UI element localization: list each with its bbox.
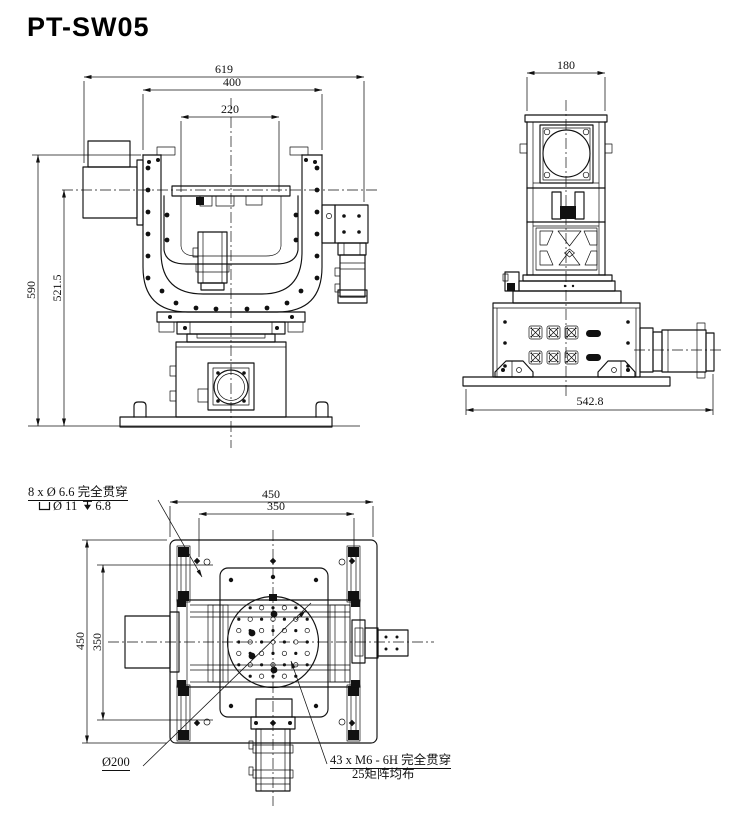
dim-front-inner-width: 220 <box>221 102 239 116</box>
front-left-motor <box>82 140 144 226</box>
callout-thread-holes: 43 x M6 - 6H 完全贯穿 25矩阵均布 <box>330 753 452 782</box>
front-bolt-holes <box>145 158 320 330</box>
depth-icon <box>83 500 93 511</box>
front-tilt-motor <box>192 231 230 291</box>
side-centerlines <box>565 100 724 398</box>
top-inner-plate <box>219 567 329 718</box>
callout-corner-holes-line1: 8 x Ø 6.6 完全贯穿 <box>28 485 128 501</box>
dim-side-base-width: 542.8 <box>576 394 604 408</box>
dim-top-hole-span-h: 350 <box>90 633 104 651</box>
callout-thread-holes-line2: 25矩阵均布 <box>352 767 415 782</box>
counterbore-icon <box>38 502 51 511</box>
front-right-drive <box>321 204 369 304</box>
dim-front-total-height: 590 <box>24 281 38 299</box>
front-dimensions <box>28 75 365 427</box>
front-cradle <box>163 185 299 265</box>
front-yoke <box>142 146 323 313</box>
dim-front-total-width: 619 <box>215 62 233 76</box>
side-dimensions <box>465 71 714 415</box>
front-view <box>28 75 378 448</box>
dim-top-plate-height: 450 <box>73 632 87 650</box>
callout-corner-holes: 8 x Ø 6.6 完全贯穿 Ø 11 6.8 <box>28 485 128 514</box>
front-centerlines <box>62 98 378 448</box>
counterbore-depth: 6.8 <box>95 499 111 514</box>
side-pan-motor <box>639 322 715 379</box>
dim-side-column-width: 180 <box>557 58 575 72</box>
top-bottom-motor <box>248 716 296 792</box>
dim-front-axis-height: 521.5 <box>50 274 64 302</box>
counterbore-dia: Ø 11 <box>53 499 78 514</box>
top-leaders <box>142 499 328 767</box>
dim-top-plate-width: 450 <box>262 487 280 501</box>
side-base <box>462 271 671 387</box>
callout-thread-holes-line1: 43 x M6 - 6H 完全贯穿 <box>330 753 452 769</box>
drawing-title: PT-SW05 <box>27 12 150 42</box>
top-view <box>82 499 434 806</box>
top-base-plate <box>169 539 378 744</box>
callout-corner-holes-line2: Ø 11 6.8 <box>36 499 111 513</box>
dim-top-hole-span-w: 350 <box>267 499 285 513</box>
side-view <box>462 71 724 415</box>
label-platform-diameter: Ø200 <box>102 755 130 772</box>
top-dimensions <box>82 500 374 744</box>
dim-front-yoke-width: 400 <box>223 75 241 89</box>
top-left-motor <box>124 611 180 673</box>
top-right-motor <box>364 627 409 659</box>
front-base-stack <box>119 311 333 428</box>
